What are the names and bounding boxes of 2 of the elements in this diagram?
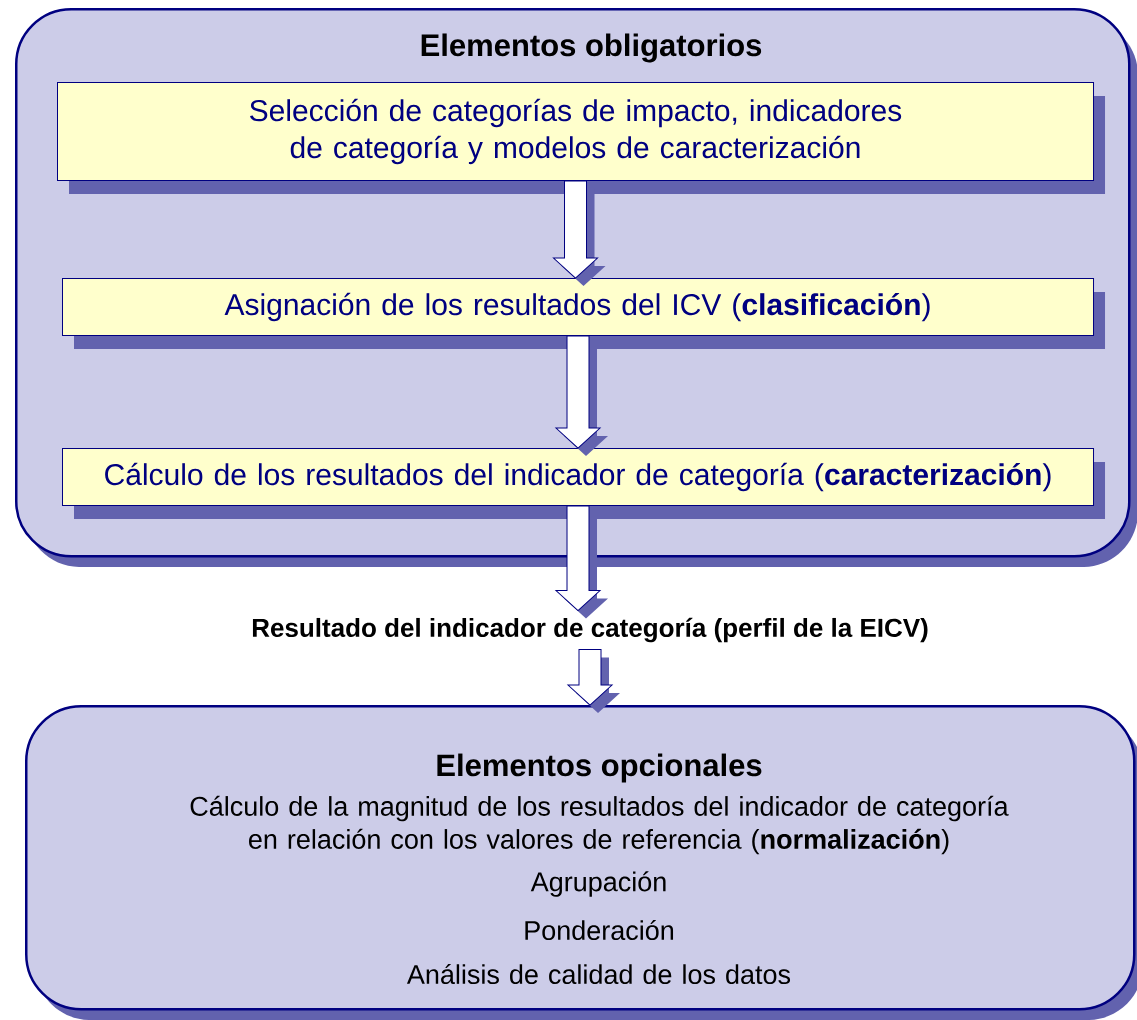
block-arrow <box>567 649 620 713</box>
result-text: Resultado del indicador de categoría (perfil de la EICV) <box>252 617 928 643</box>
